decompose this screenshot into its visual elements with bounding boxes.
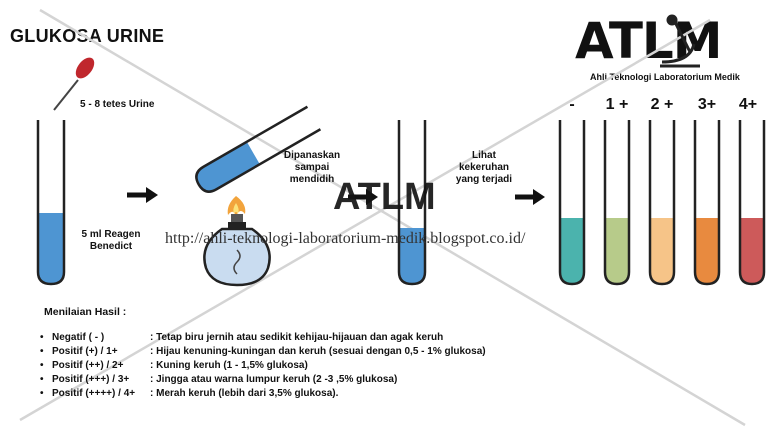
reagent-label-line2: Benedict [89,241,133,252]
grade-tube-2 [648,120,676,286]
bullet: • [40,374,44,385]
bullet: • [40,346,44,357]
burner-icon [203,214,271,287]
observe-label-line1: Lihat [472,150,496,161]
arrow-right-icon [348,189,378,205]
criterion-desc: : Kuning keruh (1 - 1,5% glukosa) [150,360,308,371]
criterion-desc: : Merah keruh (lebih dari 3,5% glukosa). [150,388,339,399]
heat-label-line1: Dipanaskan [283,150,341,161]
dropper-icon [53,57,95,111]
test-tube-heated [195,105,322,193]
list-item: • Positif (+) / 1+ : Hijau kenuning-kuni… [40,345,486,359]
logo-text: ATLM [575,12,723,70]
criterion-name: Positif (+++) / 3+ [52,374,130,385]
criterion-desc: : Jingga atau warna lumpur keruh (2 -3 ,… [150,374,398,385]
grade-tube-4 [738,120,766,286]
grade-tube-negative [558,120,586,286]
drops-label: 5 - 8 tetes Urine [80,99,155,110]
microscope-icon [660,14,700,68]
grade-label-3: 3+ [697,96,717,113]
arrow-right-icon [515,189,545,205]
watermark-url: http://ahli-teknologi-laboratorium-medik… [165,230,526,247]
grade-tubes [558,120,766,286]
bullet: • [40,360,44,371]
watermark-text: ATLM [333,176,436,218]
criterion-name: Positif (+) / 1+ [52,346,118,357]
assessment-title: Menilaian Hasil : [44,306,127,318]
watermark-cross [19,8,746,427]
criterion-desc: : Tetap biru jernih atau sedikit kehijau… [150,332,444,343]
reagent-label-line1: 5 ml Reagen [81,229,141,240]
page-title: GLUKOSA URINE [10,26,165,46]
list-item: • Negatif ( - ) : Tetap biru jernih atau… [40,331,486,345]
grade-label-1: 1 + [605,96,629,113]
grade-tube-1 [603,120,631,286]
list-item: • Positif (++) / 2+ : Kuning keruh (1 - … [40,359,486,373]
test-tube-reagent [36,120,66,286]
heat-label-line2: sampai [294,162,330,173]
flame-icon [227,196,246,216]
logo-subtitle: Ahli Teknologi Laboratorium Medik [590,72,740,82]
criterion-name: Positif (++) / 2+ [52,360,124,371]
bullet: • [40,388,44,399]
grade-label-4: 4+ [738,96,758,113]
observe-label-line2: kekeruhan [458,162,510,173]
observe-label-line3: yang terjadi [455,174,513,185]
grade-label-negative: - [569,96,575,113]
bullet: • [40,332,44,343]
heat-label-line3: mendidih [289,174,335,185]
criterion-desc: : Hijau kenuning-kuningan dan keruh (ses… [150,346,486,357]
arrow-right-icon [127,187,158,203]
grade-tube-3 [693,120,721,286]
list-item: • Positif (+++) / 3+ : Jingga atau warna… [40,373,486,387]
grade-label-2: 2 + [650,96,674,113]
list-item: • Positif (++++) / 4+ : Merah keruh (leb… [40,387,486,401]
criterion-name: Positif (++++) / 4+ [52,388,136,399]
assessment-list: • Negatif ( - ) : Tetap biru jernih atau… [40,331,486,401]
test-tube-result [397,120,427,286]
criterion-name: Negatif ( - ) [52,332,105,343]
